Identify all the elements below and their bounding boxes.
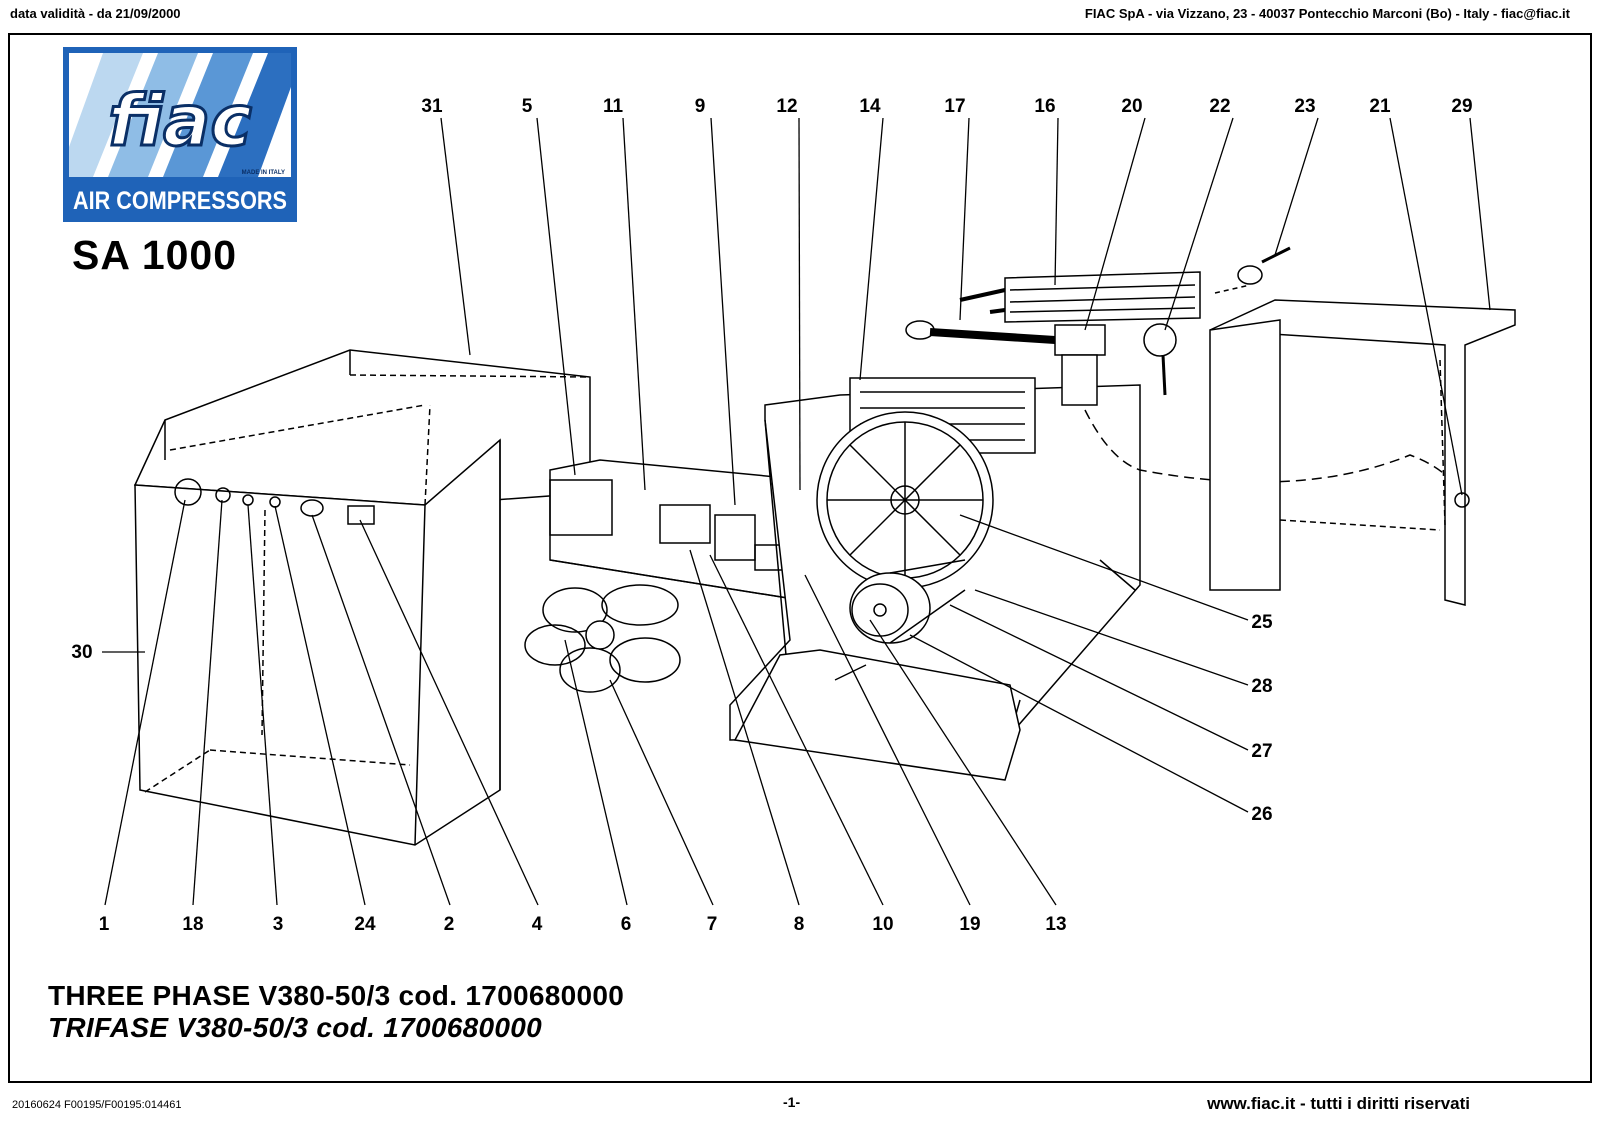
cabinet xyxy=(133,349,591,846)
callout-1: 1 xyxy=(99,914,110,935)
callout-7: 7 xyxy=(707,914,718,935)
validity-date: data validità - da 21/09/2000 xyxy=(10,6,181,21)
fiac-logo: fiac MADE IN ITALY AIR COMPRESSORS xyxy=(63,47,297,222)
callout-26: 26 xyxy=(1251,804,1272,825)
leader-lines xyxy=(102,117,1491,906)
website-link[interactable]: www.fiac.it - tutti i diritti riservati xyxy=(1207,1094,1470,1113)
title-italian: TRIFASE V380-50/3 cod. 1700680000 xyxy=(48,1012,542,1043)
callout-27: 27 xyxy=(1251,741,1272,762)
callout-8: 8 xyxy=(794,914,805,935)
callout-4: 4 xyxy=(532,914,543,935)
callout-3: 3 xyxy=(273,914,284,935)
company-address: FIAC SpA - via Vizzano, 23 - 40037 Ponte… xyxy=(1084,6,1570,21)
document-code: 20160624 F00195/F00195:014461 xyxy=(12,1099,182,1111)
rear-panel xyxy=(1209,299,1516,606)
callout-9: 9 xyxy=(695,96,706,117)
callout-31: 31 xyxy=(421,96,443,117)
callout-11: 11 xyxy=(603,96,624,117)
aftercooler-assembly xyxy=(905,246,1461,496)
page-number: -1- xyxy=(783,1094,801,1110)
callout-16: 16 xyxy=(1034,96,1055,117)
callout-24: 24 xyxy=(354,914,376,935)
logo-brand: fiac xyxy=(108,80,252,162)
logo-tagline: AIR COMPRESSORS xyxy=(73,187,287,215)
callout-18: 18 xyxy=(182,914,203,935)
cooling-fan xyxy=(524,584,681,693)
callout-25: 25 xyxy=(1251,612,1273,633)
callout-28: 28 xyxy=(1251,676,1272,697)
model-name: SA 1000 xyxy=(72,232,238,278)
callout-20: 20 xyxy=(1121,96,1142,117)
callout-29: 29 xyxy=(1451,96,1472,117)
callout-12: 12 xyxy=(776,96,797,117)
callout-14: 14 xyxy=(859,96,881,117)
title-english: THREE PHASE V380-50/3 cod. 1700680000 xyxy=(48,980,625,1011)
logo-made-in: MADE IN ITALY xyxy=(242,170,285,176)
callout-6: 6 xyxy=(621,914,632,935)
compressor-unit xyxy=(729,377,1141,781)
callout-21: 21 xyxy=(1369,96,1391,117)
callout-23: 23 xyxy=(1294,96,1315,117)
callout-30: 30 xyxy=(71,642,92,663)
callout-2: 2 xyxy=(444,914,455,935)
callout-19: 19 xyxy=(959,914,980,935)
callout-22: 22 xyxy=(1209,96,1230,117)
callout-10: 10 xyxy=(872,914,893,935)
drawing-frame xyxy=(8,33,1592,1083)
callout-5: 5 xyxy=(522,96,533,117)
callout-17: 17 xyxy=(944,96,965,117)
callout-13: 13 xyxy=(1045,914,1066,935)
